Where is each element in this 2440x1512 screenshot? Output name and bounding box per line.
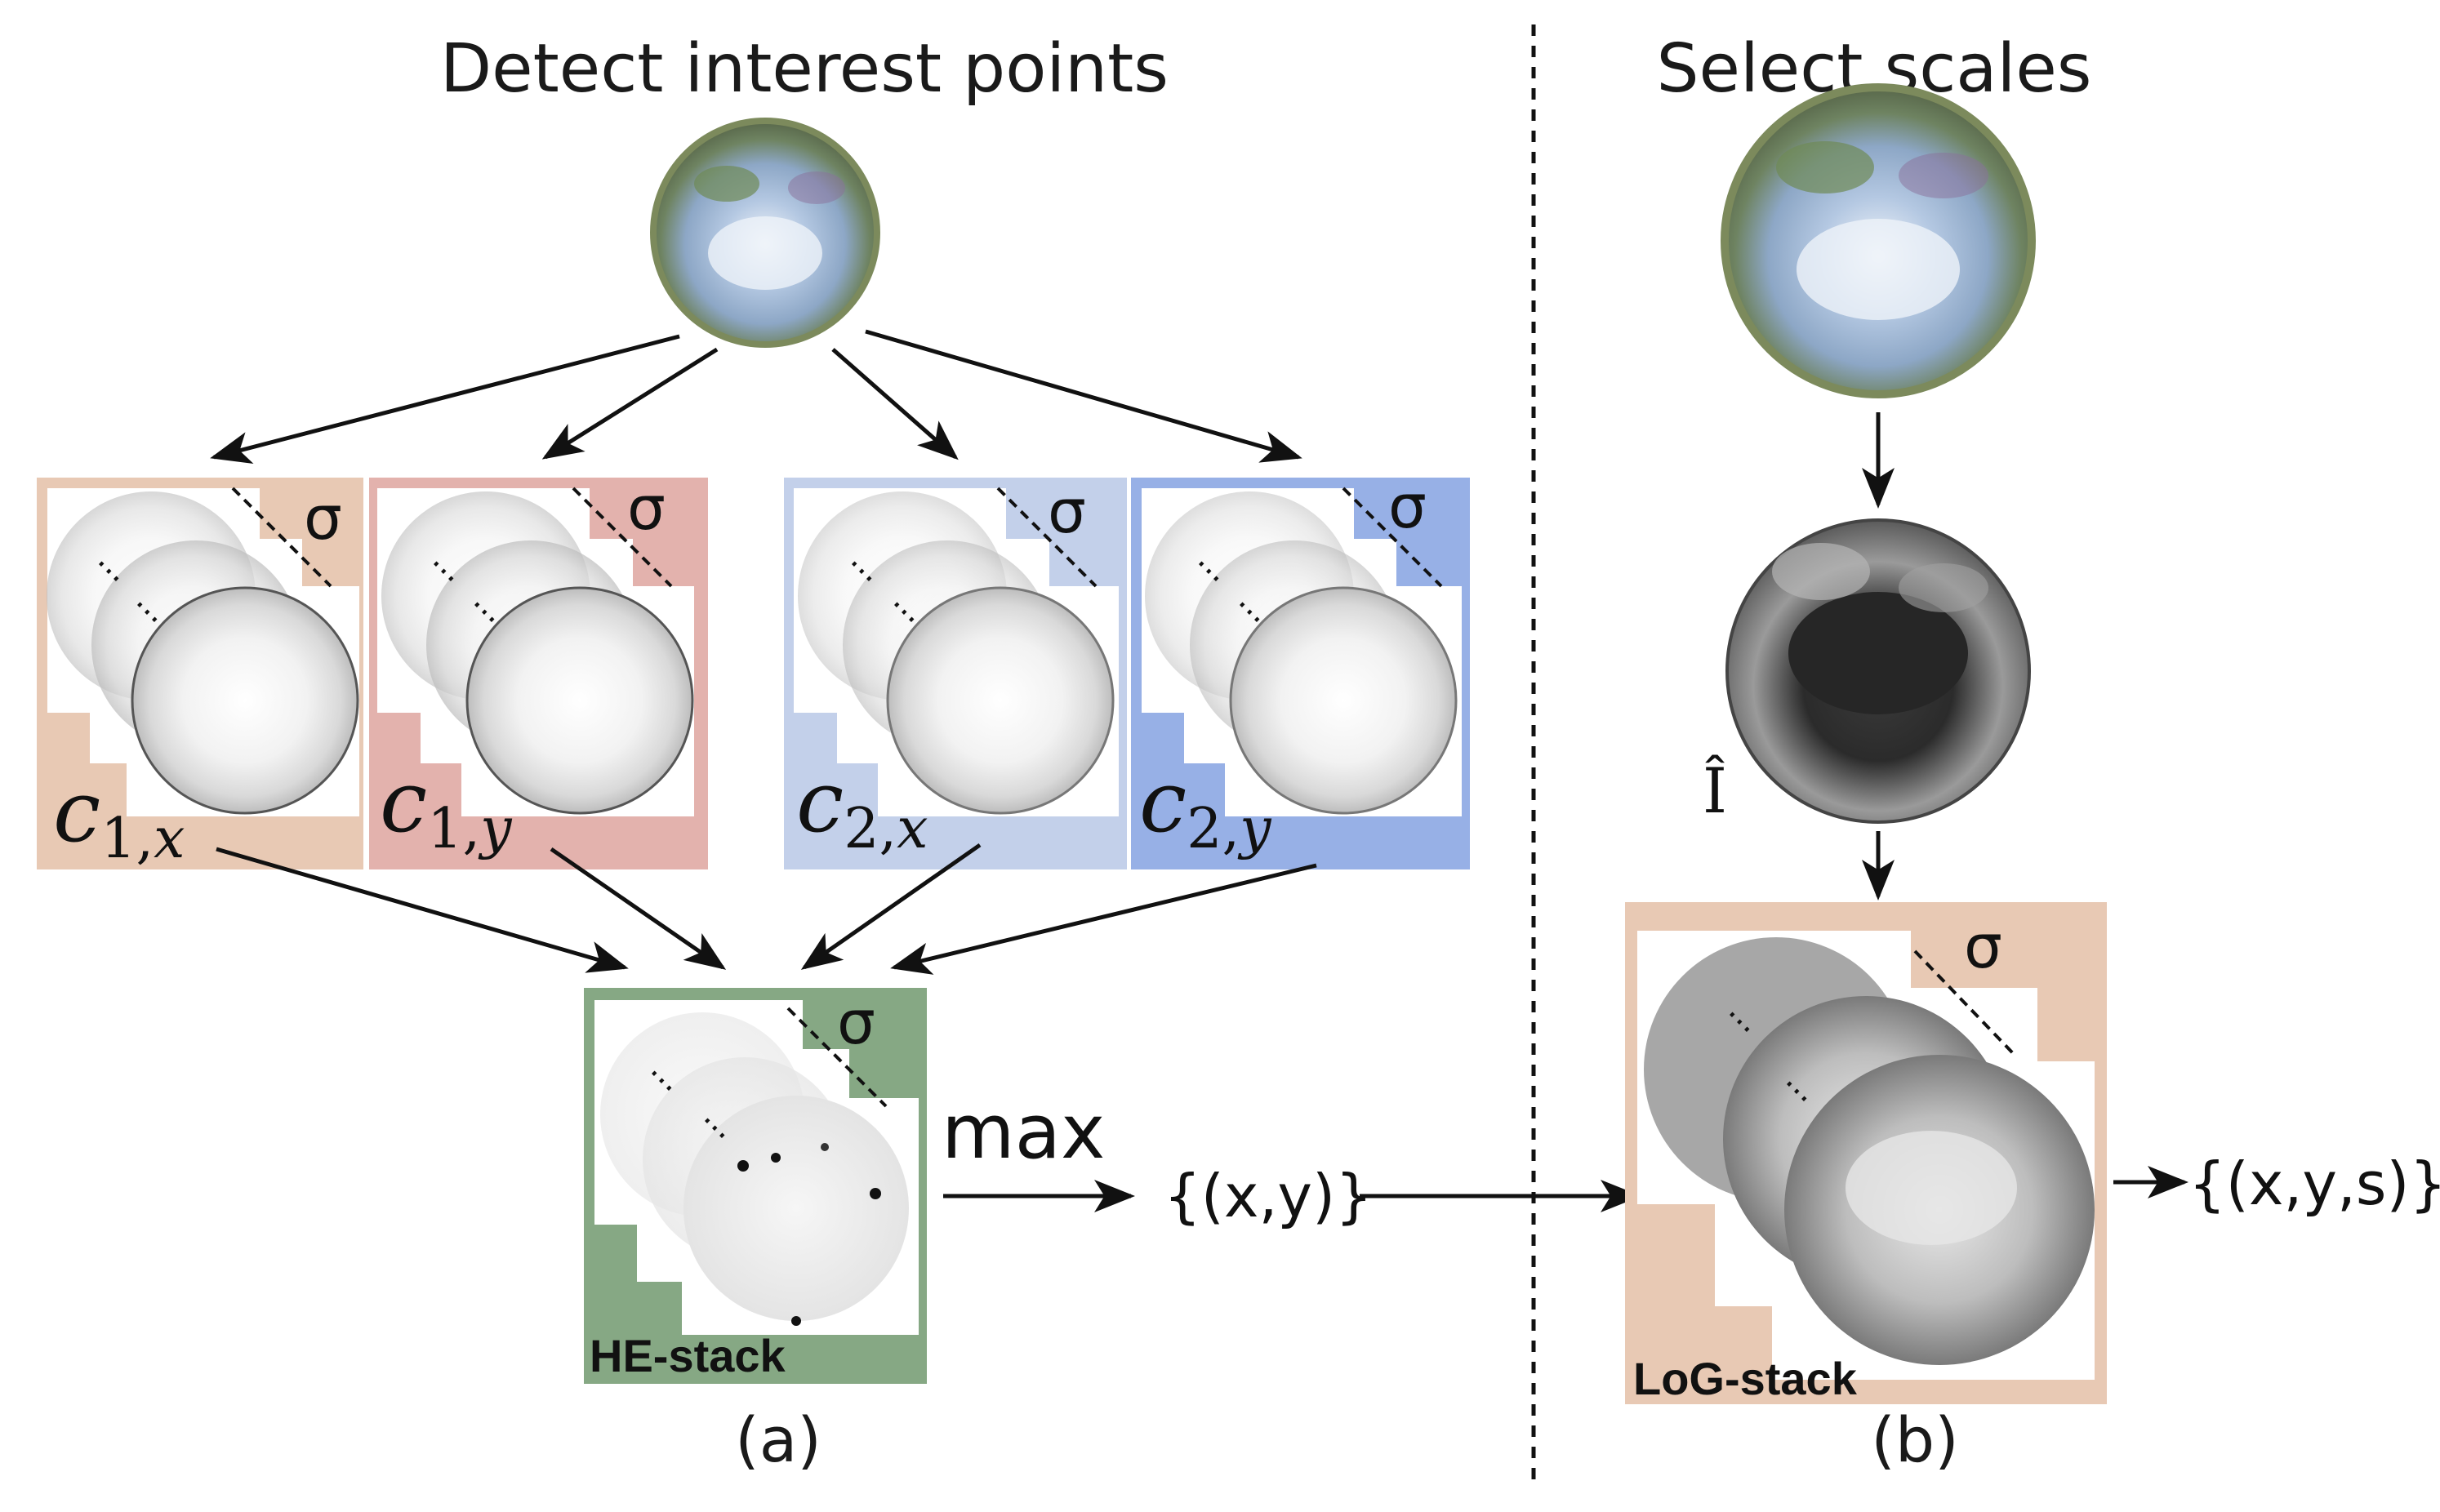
stack-c1x: σ ... ... c1,x (37, 478, 363, 871)
input-panorama-right (1725, 87, 2032, 394)
stack-c1y-edge-image (467, 588, 692, 813)
stack-he-label: HE-stack (590, 1330, 786, 1381)
he-peak-1 (737, 1160, 749, 1172)
arrow-to-c2y (866, 331, 1298, 457)
max-label: max (942, 1088, 1105, 1176)
stack-c1x-edge-image (132, 588, 358, 813)
stack-log-label: LoG-stack (1633, 1353, 1858, 1404)
stack-c2x-sigma: σ (1048, 477, 1086, 547)
stack-log: σ ... ... LoG-stack (1625, 902, 2107, 1404)
arrow-to-c2x (833, 349, 955, 457)
he-peak-5 (821, 1143, 829, 1151)
points-xy-label: {(x,y)} (1164, 1162, 1373, 1230)
he-peak-3 (870, 1188, 881, 1199)
left-panel-title: Detect interest points (440, 30, 1169, 108)
arrow-c2y-to-he (894, 865, 1316, 967)
stack-he: σ ... ... HE-stack (584, 988, 927, 1384)
stack-he-sigma: σ (837, 988, 875, 1058)
input-panorama-left (653, 121, 877, 345)
he-peak-2 (771, 1153, 781, 1163)
stack-c2y-sigma: σ (1388, 472, 1427, 542)
caption-a: (a) (735, 1403, 821, 1476)
stack-c2x-edge-image (888, 588, 1113, 813)
stack-c2x: σ ... ... c2,x (784, 477, 1127, 869)
stack-c1y: σ ... ... c1,y (369, 474, 708, 869)
he-peak-4 (791, 1316, 801, 1326)
stack-log-sigma: σ (1964, 912, 2002, 982)
i-hat-label: Î (1703, 754, 1727, 827)
caption-b: (b) (1871, 1403, 1959, 1476)
stack-c2y: σ ... ... c2,y (1131, 472, 1470, 869)
grayscale-panorama (1727, 520, 2029, 822)
stack-c1y-sigma: σ (627, 474, 666, 544)
points-xys-label: {(x,y,s)} (2188, 1150, 2440, 1218)
stack-c1x-sigma: σ (304, 483, 342, 554)
arrow-to-c1x (214, 336, 679, 457)
stack-c2y-edge-image (1231, 588, 1456, 813)
